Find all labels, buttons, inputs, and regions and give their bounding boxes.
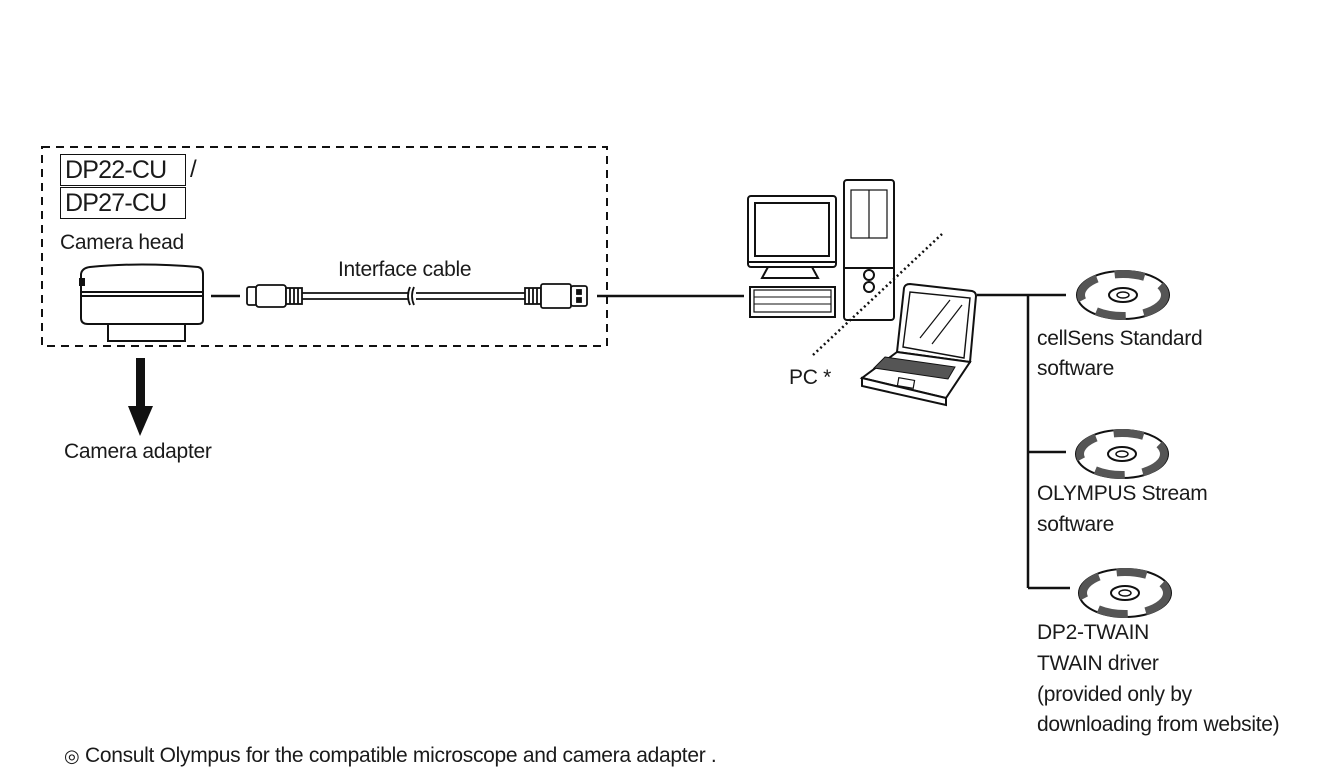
- software-name-dp2-twain: DP2-TWAIN: [1037, 621, 1150, 644]
- interface-cable-label: Interface cable: [338, 258, 472, 281]
- usb-type-a-connector-icon: [524, 283, 588, 309]
- model-label-dp22: DP22-CU: [60, 154, 186, 186]
- disc-icon-cellsens: [1076, 270, 1170, 320]
- arrow-down-icon: [128, 358, 153, 436]
- camera-adapter-label: Camera adapter: [64, 440, 212, 463]
- software-sub-cellsens: software: [1037, 357, 1114, 380]
- disc-icon-dp2-twain: [1078, 568, 1172, 618]
- usb-micro-b-connector-icon: [246, 284, 303, 308]
- footnote: ◎ Consult Olympus for the compatible mic…: [64, 741, 717, 771]
- software-tree-lines: [977, 293, 1070, 590]
- model-separator: /: [190, 156, 197, 183]
- software-note-line1: (provided only by: [1037, 683, 1192, 706]
- software-name-cellsens: cellSens Standard: [1037, 327, 1203, 350]
- software-note-line2: downloading from website): [1037, 713, 1280, 736]
- desktop-pc-icon: [747, 179, 895, 321]
- laptop-pc-icon: [859, 282, 978, 407]
- footnote-text: Consult Olympus for the compatible micro…: [84, 744, 717, 767]
- camera-head-icon: [79, 263, 204, 342]
- cable-line: [302, 286, 525, 306]
- camera-group-box: [41, 146, 608, 347]
- disc-icon-olympus-stream: [1075, 429, 1169, 479]
- pc-label: PC *: [789, 366, 831, 389]
- software-sub-olympus-stream: software: [1037, 513, 1114, 536]
- camera-head-label: Camera head: [60, 231, 184, 254]
- software-name-olympus-stream: OLYMPUS Stream: [1037, 482, 1208, 505]
- model-label-dp27: DP27-CU: [60, 187, 186, 219]
- software-sub-dp2-twain: TWAIN driver: [1037, 652, 1159, 675]
- footnote-symbol-icon: ◎: [64, 746, 80, 766]
